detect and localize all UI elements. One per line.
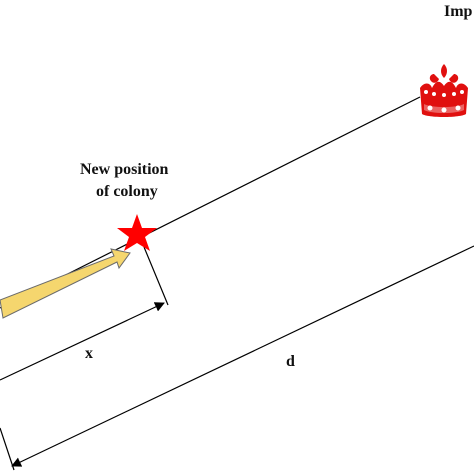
d-extension-line [0,427,15,471]
crown-icon [420,64,468,117]
colony-label-line2: of colony [96,183,158,200]
imperialist-label: Imp [444,3,473,20]
movement-arrow [0,248,131,319]
colony-label-line1: New position [80,161,169,178]
x-dimension-line [0,302,165,381]
x-extension-line [143,246,169,306]
x-label: x [85,345,93,362]
d-dimension-line [11,245,474,467]
d-label: d [286,353,295,370]
star-icon [117,214,157,251]
